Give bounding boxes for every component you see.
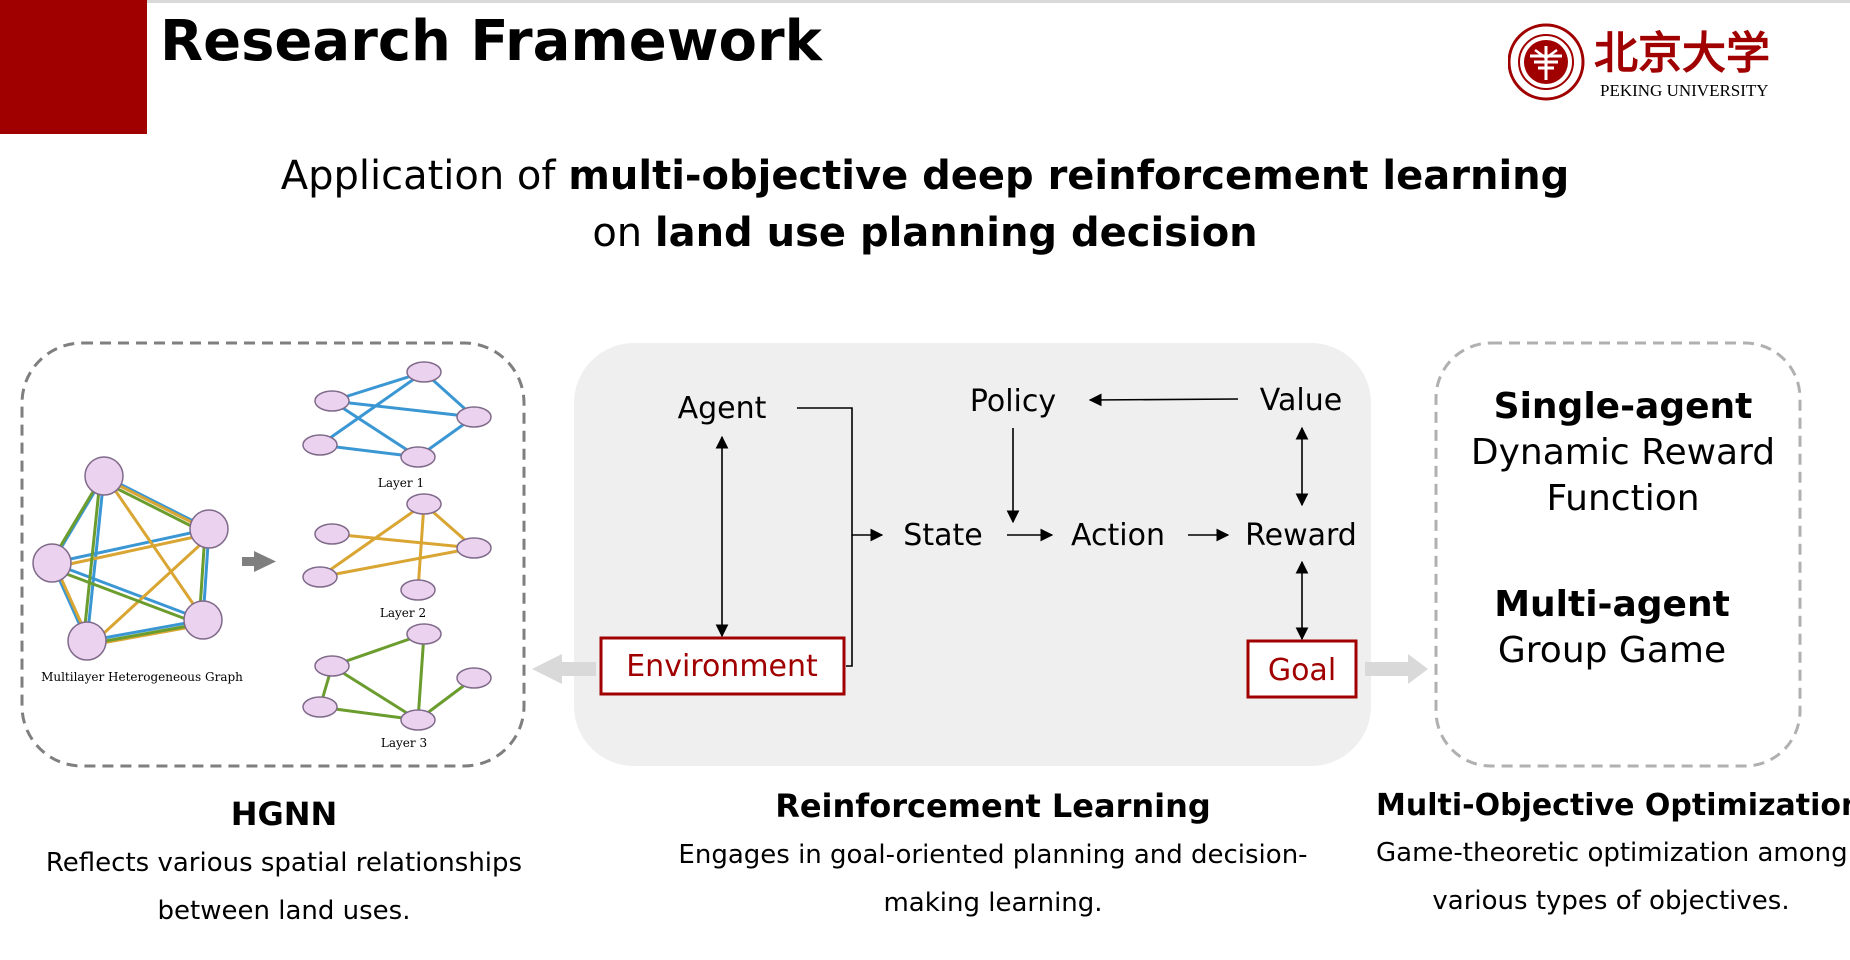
- rl-caption-line-2: making learning.: [883, 888, 1103, 918]
- layer-2-label: Layer 2: [380, 606, 426, 620]
- graph-node: [189, 509, 229, 549]
- layer-3-label: Layer 3: [381, 736, 427, 750]
- graph-node: [406, 361, 442, 383]
- single-agent-title: Single-agent: [1493, 386, 1753, 427]
- moo-caption: Multi-Objective Optimization Game-theore…: [1376, 788, 1850, 925]
- multi-agent-line-1: Group Game: [1497, 630, 1727, 671]
- graph-node: [400, 446, 436, 468]
- top-rule: [147, 0, 1850, 3]
- node-goal: Goal: [1268, 653, 1336, 688]
- rl-caption-line-1: Engages in goal-oriented planning and de…: [678, 840, 1308, 870]
- hgnn-caption: HGNN Reflects various spatial relationsh…: [34, 795, 534, 935]
- graph-node: [302, 566, 338, 588]
- graph-node: [302, 696, 338, 718]
- environment-box: [599, 636, 846, 696]
- multilayer-graph-label: Multilayer Heterogeneous Graph: [41, 670, 243, 684]
- logo-english-name: PEKING UNIVERSITY: [1600, 81, 1769, 100]
- single-agent-block: Single-agent Dynamic Reward Function: [1436, 384, 1810, 522]
- node-environment: Environment: [626, 649, 818, 684]
- arrow-environment-state: [846, 535, 853, 667]
- node-reward: Reward: [1245, 518, 1357, 553]
- layer-2-graph: Layer 2: [302, 493, 492, 620]
- goal-box: [1246, 639, 1358, 699]
- hgnn-caption-title: HGNN: [230, 795, 338, 833]
- graph-node: [314, 655, 350, 677]
- peking-university-logo: 北京大学 PEKING UNIVERSITY: [1508, 23, 1770, 101]
- graph-node: [84, 456, 124, 496]
- moo-caption-title: Multi-Objective Optimization: [1376, 788, 1850, 823]
- graph-node: [400, 579, 436, 601]
- hgnn-caption-line-1: Reflects various spatial relationships: [45, 848, 523, 878]
- rl-caption-title: Reinforcement Learning: [775, 787, 1211, 825]
- node-state: State: [903, 518, 982, 553]
- node-policy: Policy: [970, 384, 1056, 419]
- headline-line-2-normal: on: [592, 210, 655, 256]
- multi-agent-title: Multi-agent: [1494, 584, 1730, 625]
- decompose-arrow-icon: [242, 551, 276, 572]
- hgnn-caption-line-2: between land uses.: [157, 896, 411, 926]
- graph-node: [314, 390, 350, 412]
- layer-3-graph: Layer 3: [302, 623, 492, 750]
- hgnn-panel: [20, 341, 526, 768]
- node-agent: Agent: [678, 391, 767, 426]
- slide-title: Research Framework: [160, 9, 822, 74]
- headline-line-2-bold: land use planning decision: [654, 210, 1258, 256]
- arrow-agent-state: [797, 407, 884, 542]
- node-value: Value: [1260, 383, 1342, 418]
- single-agent-line-2: Function: [1546, 478, 1700, 519]
- graph-node: [314, 523, 350, 545]
- gray-arrow-right: [1365, 654, 1428, 684]
- graph-node: [406, 493, 442, 515]
- headline-line-1-bold: multi-objective deep reinforcement learn…: [568, 153, 1570, 199]
- graph-node: [32, 543, 72, 583]
- multilayer-graph: Multilayer Heterogeneous Graph: [32, 456, 243, 684]
- graph-node: [302, 434, 338, 456]
- headline-line-1: Application of multi-objective deep rein…: [0, 148, 1850, 204]
- graph-node: [456, 406, 492, 428]
- moo-caption-line-1: Game-theoretic optimization among: [1376, 838, 1848, 868]
- graph-node: [67, 621, 107, 661]
- graph-node: [456, 537, 492, 559]
- graph-node: [400, 709, 436, 731]
- layer-1-label: Layer 1: [378, 476, 424, 490]
- headline-line-1-normal: Application of: [280, 153, 569, 199]
- single-agent-line-1: Dynamic Reward: [1470, 432, 1776, 473]
- graph-node: [183, 600, 223, 640]
- headline-line-2: on land use planning decision: [0, 205, 1850, 261]
- moo-caption-line-2: various types of objectives.: [1432, 886, 1790, 916]
- arrow-value-policy: [1088, 393, 1239, 407]
- graph-node: [456, 667, 492, 689]
- layer-1-graph: Layer 1: [302, 361, 492, 490]
- multi-agent-block: Multi-agent Group Game: [1436, 582, 1788, 674]
- logo-chinese-name: 北京大学: [1594, 28, 1770, 79]
- title-accent-bar: [0, 0, 147, 134]
- gray-arrow-left: [532, 654, 596, 684]
- graph-node: [406, 623, 442, 645]
- rl-caption: Reinforcement Learning Engages in goal-o…: [668, 787, 1318, 927]
- pku-seal-icon: [1508, 23, 1585, 101]
- moo-panel: [1434, 341, 1802, 768]
- node-action: Action: [1071, 518, 1165, 553]
